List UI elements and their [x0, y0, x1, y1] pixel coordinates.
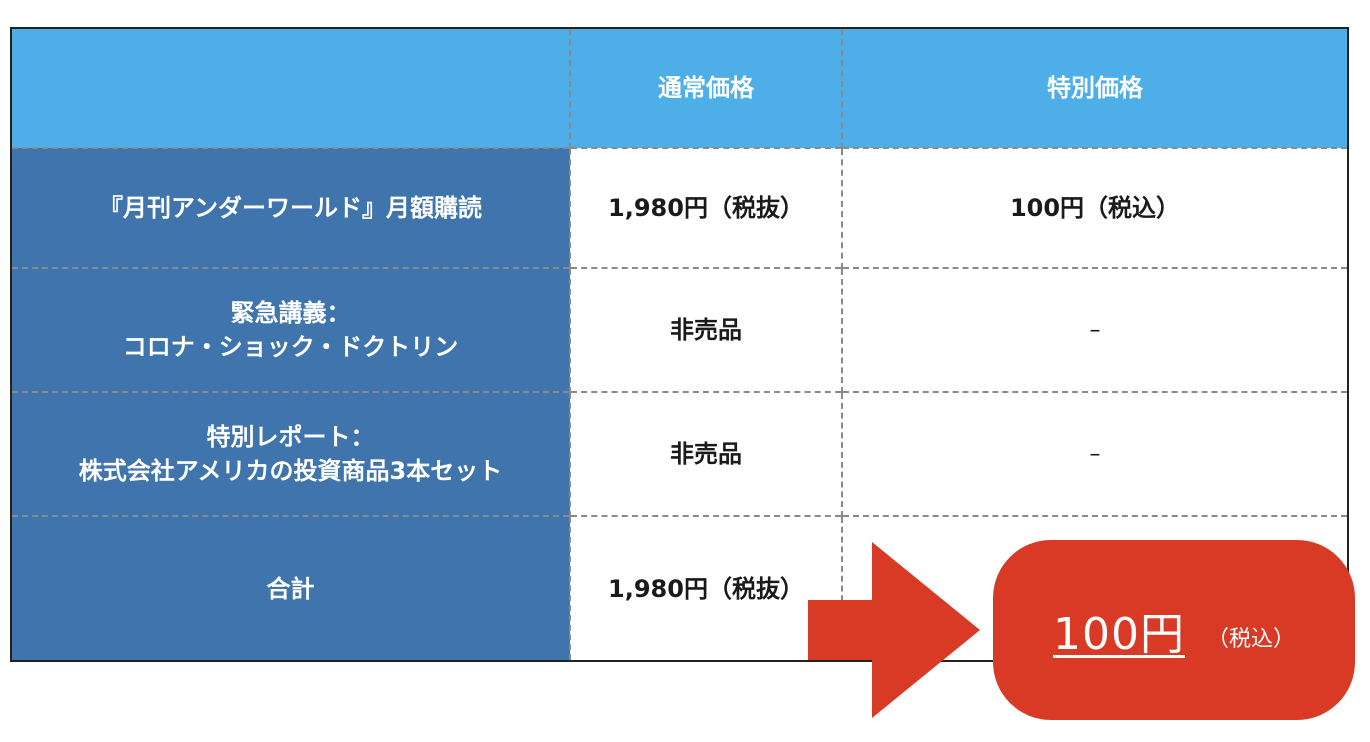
dash-value: –: [1089, 442, 1101, 467]
row-label-line: 緊急講義：: [230, 299, 351, 327]
arrow-right-icon: [808, 542, 980, 718]
normal-price-value: 非売品: [569, 391, 842, 516]
table-header-row: 通常価格 特別価格: [11, 28, 1348, 148]
callout-tax-note: （税込）: [1206, 627, 1295, 652]
row-label: 緊急講義： コロナ・ショック・ドクトリン: [11, 267, 570, 392]
table-row: 緊急講義： コロナ・ショック・ドクトリン 非売品 –: [11, 267, 1348, 392]
header-special-price: 特別価格: [841, 28, 1348, 148]
special-price-value: –: [841, 391, 1348, 516]
normal-price-value: 非売品: [569, 267, 842, 392]
header-empty-cell: [11, 28, 570, 148]
normal-price-value: 1,980円（税抜）: [569, 147, 842, 268]
price-table: 通常価格 特別価格 『月刊アンダーワールド』月額購読 1,980円（税抜） 10…: [10, 27, 1349, 662]
header-normal-price: 通常価格: [569, 28, 842, 148]
row-label-line: 特別レポート：: [206, 423, 375, 451]
total-normal-price: 1,980円（税抜）: [569, 515, 842, 661]
special-price-value: –: [841, 267, 1348, 392]
callout-price: 100円: [1053, 609, 1185, 660]
row-label-line: コロナ・ショック・ドクトリン: [122, 333, 459, 361]
special-price-value: 100円（税込）: [841, 147, 1348, 268]
row-label: 特別レポート： 株式会社アメリカの投資商品3本セット: [11, 391, 570, 516]
row-label: 『月刊アンダーワールド』月額購読: [11, 147, 570, 268]
special-price-callout: 100円 （税込）: [993, 540, 1355, 720]
table-row: 特別レポート： 株式会社アメリカの投資商品3本セット 非売品 –: [11, 391, 1348, 516]
dash-value: –: [1089, 318, 1101, 343]
row-label-line: 株式会社アメリカの投資商品3本セット: [78, 457, 503, 485]
table-row: 『月刊アンダーワールド』月額購読 1,980円（税抜） 100円（税込）: [11, 147, 1348, 268]
total-label: 合計: [11, 515, 570, 661]
row-label-line: 『月刊アンダーワールド』月額購読: [98, 194, 483, 222]
